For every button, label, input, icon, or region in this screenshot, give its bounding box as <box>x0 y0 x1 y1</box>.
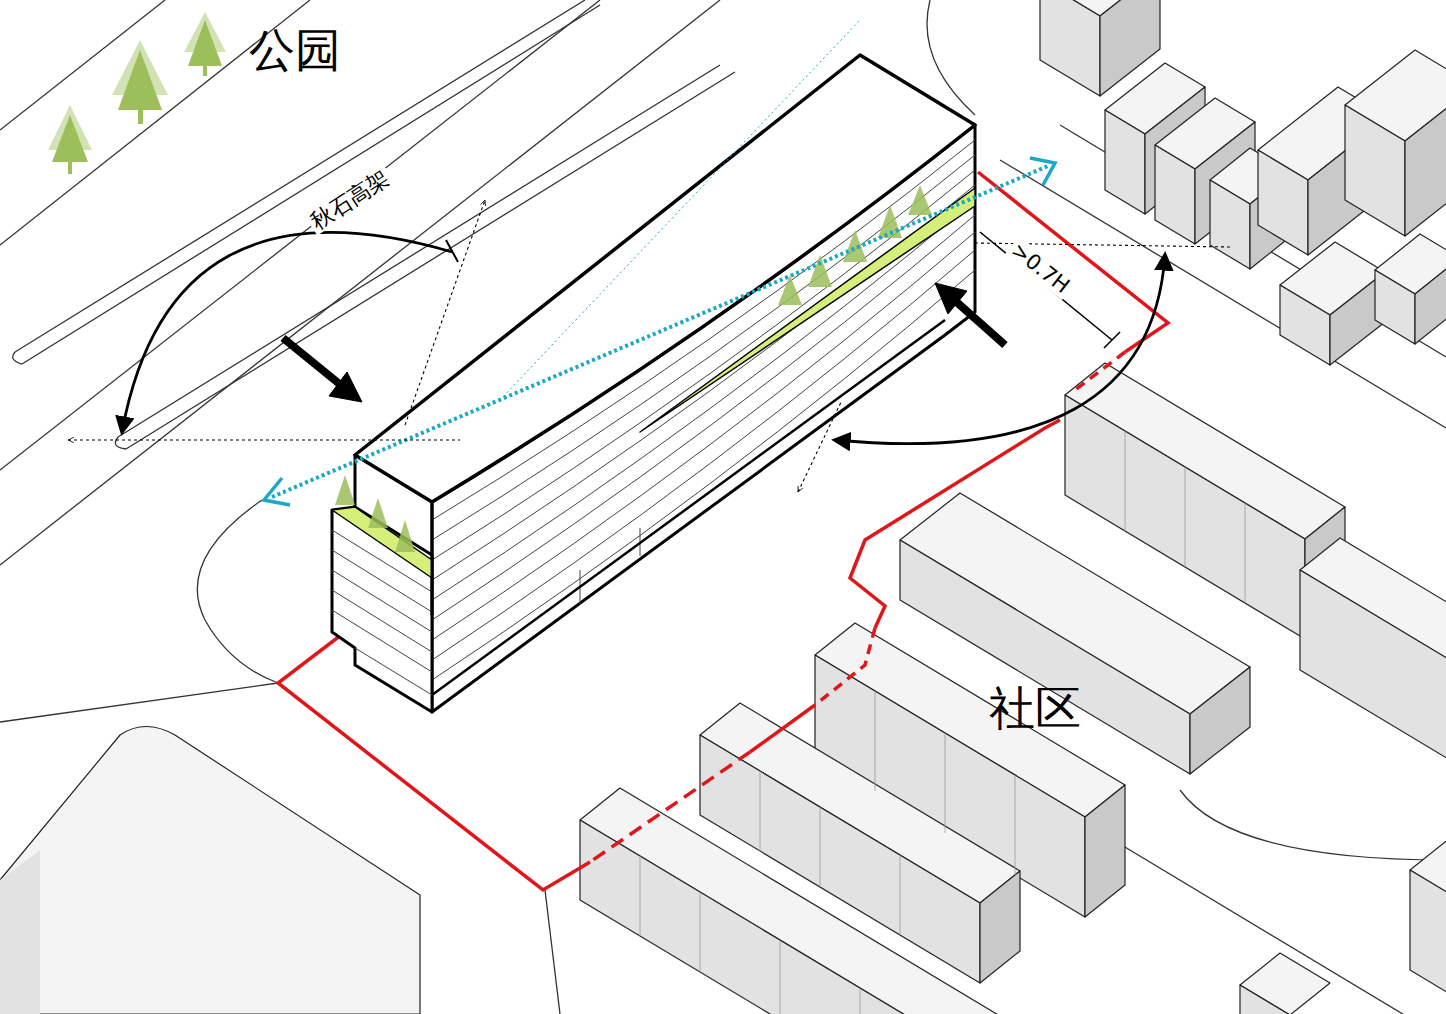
guide-line <box>798 400 842 492</box>
tree-symbol <box>203 64 207 76</box>
tree-symbol <box>808 255 832 287</box>
road-lines <box>545 890 560 1014</box>
neighbour-building <box>1210 180 1250 269</box>
tree-symbol <box>335 185 932 552</box>
neighbour-building <box>1405 86 1446 236</box>
facade-lines <box>700 892 701 972</box>
facade-lines <box>760 771 761 851</box>
road-lines <box>927 0 975 115</box>
neighbour-building <box>0 850 40 1014</box>
dimension-line <box>1104 332 1120 348</box>
neighbour-building <box>580 820 980 1014</box>
tree-symbol <box>188 20 222 66</box>
site-boundary <box>590 752 750 862</box>
proposed-building <box>355 55 975 502</box>
dimension-line <box>980 232 1112 340</box>
direction-arrow <box>329 372 362 402</box>
facade-lines <box>1245 503 1246 603</box>
facade-lines <box>875 691 876 791</box>
neighbour-building <box>1415 258 1446 344</box>
proposed-building <box>332 55 975 712</box>
view-axis-arrow <box>264 478 290 505</box>
direction-arrow <box>935 283 967 314</box>
site-boundary <box>850 420 1060 628</box>
neighbour-building <box>1300 570 1446 790</box>
facade-lines <box>1185 467 1186 567</box>
tree-symbol <box>395 520 415 552</box>
neighbour-building <box>1240 985 1290 1014</box>
proposed-building <box>332 507 432 712</box>
neighbour-building <box>980 871 1020 983</box>
neighbour-building <box>0 727 420 1014</box>
tree-symbol <box>52 115 88 162</box>
view-axis-arrow <box>1030 158 1055 185</box>
tree-symbol <box>118 50 162 110</box>
area-label: 公园 <box>249 24 341 77</box>
neighbour-building <box>1155 145 1195 244</box>
neighbour-building <box>1105 110 1145 214</box>
facade-lines <box>780 940 781 1014</box>
view-axis-arrow <box>264 20 1055 505</box>
neighbour-building <box>1410 870 1446 1006</box>
neighbour-building <box>1258 150 1308 255</box>
drawing-part <box>355 648 432 695</box>
site-boundary <box>815 628 875 705</box>
drawing-part <box>332 530 432 695</box>
facade-lines <box>1125 431 1126 531</box>
facade-lines <box>640 856 641 936</box>
neighbour-building <box>1345 105 1405 236</box>
road-lines <box>0 683 278 722</box>
direction-arrow <box>283 338 342 386</box>
view-axis-arrow <box>500 20 860 400</box>
guide-line <box>68 439 460 440</box>
road-lines <box>0 0 165 130</box>
facade-lines <box>860 988 861 1014</box>
guide-line <box>405 200 485 425</box>
drawing-part <box>332 610 432 672</box>
facade-lines <box>945 733 946 833</box>
neighbour-building <box>1280 285 1330 365</box>
facade-lines <box>1015 775 1016 875</box>
drawing-part <box>332 570 432 632</box>
direction-arrow <box>952 298 1005 345</box>
proposed-building <box>431 502 434 615</box>
view-arc <box>122 232 452 432</box>
tree-symbol <box>138 108 143 124</box>
road-lines <box>1180 790 1446 860</box>
view-arc <box>835 255 1165 444</box>
guide-line <box>68 200 1230 492</box>
neighbour-building <box>1190 667 1250 774</box>
facade-lines <box>900 855 901 935</box>
drawing-part <box>332 530 432 592</box>
tree-symbol <box>48 12 226 174</box>
dimension-label: >0.7H <box>1004 236 1076 300</box>
tree-symbol <box>335 475 355 505</box>
facade-lines <box>640 431 1245 1014</box>
road-lines <box>1080 820 1446 1014</box>
road-label: 秋石高架 <box>304 164 397 236</box>
drawing-part <box>332 550 432 612</box>
view-arc <box>446 240 458 262</box>
view-axis-arrow <box>272 166 1048 497</box>
drawing-part <box>332 590 432 652</box>
tree-symbol <box>368 498 388 528</box>
neighbour-building <box>1040 0 1100 96</box>
road-lines <box>197 500 278 683</box>
neighbour-building <box>1375 270 1415 344</box>
site-boundary <box>750 705 815 752</box>
facade-lines <box>820 807 821 887</box>
area-label: 社区 <box>989 682 1081 735</box>
site-boundary <box>978 172 1168 352</box>
tree-symbol <box>68 160 72 174</box>
view-arc <box>122 232 1165 443</box>
elevated-road <box>13 0 600 364</box>
site-boundary <box>1075 352 1125 390</box>
neighbour-building <box>1085 785 1125 917</box>
tree-symbol <box>908 185 932 215</box>
direction-arrow <box>283 283 1005 402</box>
dimension-line <box>980 232 1120 348</box>
